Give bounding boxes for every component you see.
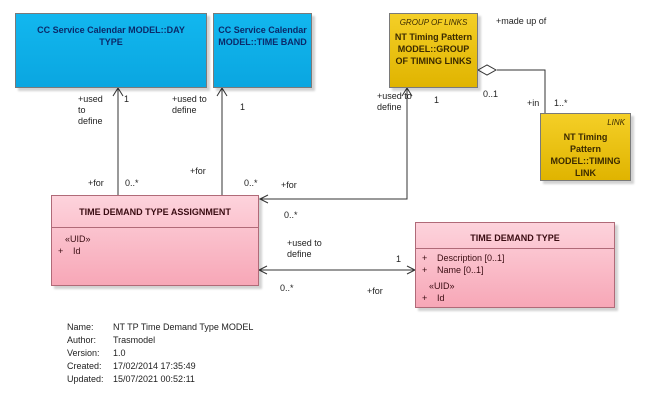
class-time-band[interactable]: CC Service Calendar MODEL::TIME BAND <box>213 13 312 88</box>
aggregation-group-link <box>497 69 546 113</box>
arrowhead-time-band <box>216 87 228 97</box>
tdt-attr-marker: + <box>422 253 428 263</box>
time-band-title: CC Service Calendar MODEL::TIME BAND <box>218 25 307 47</box>
class-timing-link[interactable]: LINK NT Timing Pattern MODEL::TIMING LIN… <box>540 113 631 181</box>
group-of-links-stereotype: GROUP OF LINKS <box>399 18 468 27</box>
label-gol-multiplicity-zero-one: 0..1 <box>483 89 499 99</box>
meta-name-value: NT TP Time Demand Type MODEL <box>113 322 254 332</box>
class-group-of-links[interactable]: GROUP OF LINKS NT Timing Pattern MODEL::… <box>389 13 478 88</box>
tdta-divider <box>52 227 258 228</box>
class-time-demand-type[interactable]: TIME DEMAND TYPE + Description [0..1] + … <box>415 222 615 308</box>
label-link-multiplicity-many: 1..* <box>554 98 568 108</box>
day-type-title: CC Service Calendar MODEL::DAY TYPE <box>37 25 185 47</box>
tdt-uid-marker: + <box>422 293 428 303</box>
arrowhead-tdta-gol <box>258 194 269 204</box>
arrowhead-day-type <box>112 87 124 97</box>
label-band-used-to-define: +used to define <box>172 94 207 115</box>
tdta-uid-stereotype: «UID» <box>65 234 91 244</box>
tdt-title: TIME DEMAND TYPE <box>470 233 560 243</box>
tdta-attr-id: Id <box>73 246 81 256</box>
class-time-demand-type-assignment[interactable]: TIME DEMAND TYPE ASSIGNMENT «UID» + Id <box>51 195 259 286</box>
label-gol-used-to-define: +used to define <box>377 91 412 112</box>
label-tdt-for: +for <box>367 286 383 296</box>
label-tdt-multiplicity-many: 0..* <box>280 283 294 293</box>
label-link-in: +in <box>527 98 540 108</box>
label-day-used-to-define: +used to define <box>78 94 103 126</box>
meta-author-value: Trasmodel <box>113 335 156 345</box>
tdt-attr-description: Description [0..1] <box>437 253 505 263</box>
label-gol-for: +for <box>281 180 297 190</box>
assoc-group-of-links <box>260 88 408 200</box>
label-tdt-multiplicity-one: 1 <box>396 254 402 264</box>
label-band-multiplicity-many: 0..* <box>244 178 258 188</box>
tdt-attr-name: Name [0..1] <box>437 265 484 275</box>
group-of-links-title: NT Timing Pattern MODEL::GROUP OF TIMING… <box>394 32 473 66</box>
tdt-uid-id: Id <box>437 293 445 303</box>
link-title: NT Timing Pattern MODEL::TIMING LINK <box>550 132 621 178</box>
label-gol-multiplicity-one: 1 <box>434 95 440 105</box>
meta-version-value: 1.0 <box>113 348 126 358</box>
arrowhead-group-of-links <box>401 87 413 97</box>
tdta-title: TIME DEMAND TYPE ASSIGNMENT <box>79 207 231 217</box>
meta-author-label: Author: <box>67 335 97 345</box>
link-stereotype: LINK <box>607 118 625 127</box>
label-band-multiplicity-one: 1 <box>240 102 246 112</box>
meta-version-label: Version: <box>67 348 100 358</box>
tdt-divider <box>416 248 614 249</box>
label-day-multiplicity-one: 1 <box>124 94 130 104</box>
meta-name-label: Name: <box>67 322 94 332</box>
class-day-type[interactable]: CC Service Calendar MODEL::DAY TYPE <box>15 13 207 88</box>
meta-created-label: Created: <box>67 361 102 371</box>
aggregation-diamond <box>476 64 498 76</box>
meta-updated-value: 15/07/2021 00:52:11 <box>113 374 195 384</box>
label-gol-made-up-of: +made up of <box>496 16 547 26</box>
arrowhead-tdt-left <box>257 265 268 275</box>
label-tdt-used-to-define: +used to define <box>287 238 322 259</box>
tdt-uid-stereotype: «UID» <box>429 281 455 291</box>
meta-created-value: 17/02/2014 17:35:49 <box>113 361 196 371</box>
label-band-for: +for <box>190 166 206 176</box>
label-gol-multiplicity-many: 0..* <box>284 210 298 220</box>
label-day-multiplicity-many: 0..* <box>125 178 139 188</box>
tdt-attr-marker: + <box>422 265 428 275</box>
meta-updated-label: Updated: <box>67 374 104 384</box>
label-day-for: +for <box>88 178 104 188</box>
tdta-attr-marker: + <box>58 246 64 256</box>
